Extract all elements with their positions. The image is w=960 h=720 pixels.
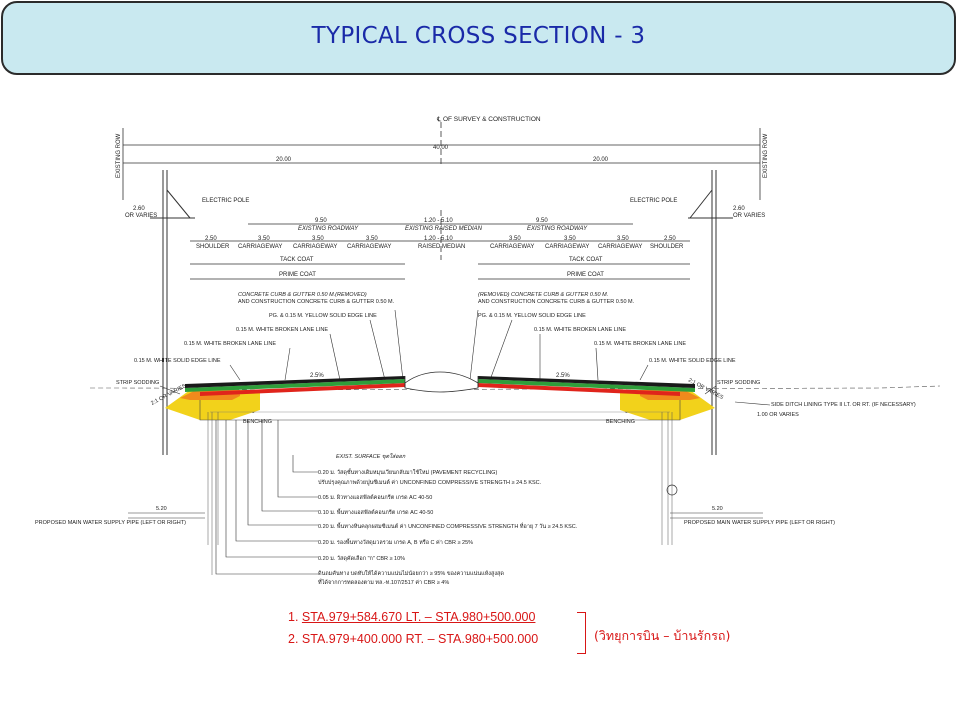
left-pipe-note: PROPOSED MAIN WATER SUPPLY PIPE (LEFT OR… bbox=[35, 520, 186, 526]
station-2-range: STA.979+400.000 RT. – STA.980+500.000 bbox=[301, 632, 539, 646]
lane-l1-width: 2.50 bbox=[205, 236, 217, 242]
median-width: 1.20 - 5.10 bbox=[424, 218, 453, 224]
pole-left-label: ELECTRIC POLE bbox=[202, 198, 249, 204]
left-broken-line-note-2: 0.15 M. WHITE BROKEN LANE LINE bbox=[184, 341, 276, 347]
layer-embankment-1: ดินถมคันทาง บดทับให้ได้ความแน่นไม่น้อยกว… bbox=[318, 570, 505, 577]
roadway-left-width: 9.50 bbox=[315, 218, 327, 224]
prime-coat-left: PRIME COAT bbox=[279, 272, 316, 278]
right-pipe-note: PROPOSED MAIN WATER SUPPLY PIPE (LEFT OR… bbox=[684, 520, 835, 526]
right-green-layer bbox=[478, 379, 695, 392]
layer-subbase: 0.20 ม. รองพื้นทางวัสดุมวลรวม เกรด A, B … bbox=[318, 538, 473, 546]
pole-right-offset: 2.60 bbox=[733, 206, 745, 212]
title-banner: TYPICAL CROSS SECTION - 3 bbox=[1, 1, 956, 75]
right-asphalt-layer bbox=[478, 376, 695, 388]
left-strip-sodding: STRIP SODDING bbox=[116, 380, 159, 386]
lane-l2-name: CARRIAGEWAY bbox=[238, 244, 282, 250]
station-1-number: 1. bbox=[288, 610, 299, 624]
lane-l3-name: CARRIAGEWAY bbox=[293, 244, 337, 250]
left-yellow-line-note: PG. & 0.15 M. YELLOW SOLID EDGE LINE bbox=[269, 313, 377, 319]
roadway-right-width: 9.50 bbox=[536, 218, 548, 224]
centerline-label: ℄ OF SURVEY & CONSTRUCTION bbox=[436, 116, 541, 123]
layer-selected: 0.20 ม. วัสดุคัดเลือก "ก" CBR ≥ 10% bbox=[318, 555, 405, 562]
layer-ac-base: 0.10 ม. พื้นทางแอสฟัลต์คอนกรีต เกรด AC 4… bbox=[318, 508, 433, 516]
row-right-half-dim: 20.00 bbox=[593, 157, 609, 163]
right-ditch-note: SIDE DITCH LINING TYPE II LT. OR RT. (IF… bbox=[771, 402, 916, 408]
right-curb-note-2: AND CONSTRUCTION CONCRETE CURB & GUTTER … bbox=[478, 299, 635, 305]
right-ditch-dim: 1.00 OR VARIES bbox=[757, 412, 799, 418]
station-note: (วิทยุการบิน – บ้านรักรถ) bbox=[594, 628, 731, 643]
pole-right-varies: OR VARIES bbox=[733, 213, 765, 219]
right-benching: BENCHING bbox=[606, 419, 635, 425]
left-green-layer bbox=[185, 379, 405, 392]
tack-coat-right: TACK COAT bbox=[569, 257, 603, 263]
median-lane-width: 1.20 - 5.10 bbox=[424, 236, 453, 242]
pole-right-label: ELECTRIC POLE bbox=[630, 198, 677, 204]
left-red-layer bbox=[200, 383, 405, 396]
lane-r1-name: CARRIAGEWAY bbox=[490, 244, 534, 250]
pole-left-varies: OR VARIES bbox=[125, 213, 157, 219]
layer-embankment-2: ที่ได้จากการทดลองตาม ทล.-ท.107/2517 ค่า … bbox=[318, 578, 450, 586]
left-solid-line-note: 0.15 M. WHITE SOLID EDGE LINE bbox=[134, 358, 221, 364]
row-total-dim: 40.00 bbox=[433, 145, 449, 151]
station-legend: 1. STA.979+584.670 LT. – STA.980+500.000… bbox=[288, 610, 538, 654]
right-broken-line-note-1: 0.15 M. WHITE BROKEN LANE LINE bbox=[534, 327, 626, 333]
exist-surface-label: EXIST. SURFACE ขุดใส่ออก bbox=[336, 453, 406, 460]
layer-ac-surface: 0.05 ม. ผิวทางแอสฟัลต์คอนกรีต เกรด AC 40… bbox=[318, 494, 432, 501]
pole-left-offset: 2.60 bbox=[133, 206, 145, 212]
left-curb-note-2: AND CONSTRUCTION CONCRETE CURB & GUTTER … bbox=[238, 299, 395, 305]
slope-left: 2.5% bbox=[310, 373, 324, 379]
station-brace bbox=[577, 612, 586, 654]
lane-l1-name: SHOULDER bbox=[196, 244, 230, 250]
lane-r2-width: 3.50 bbox=[564, 236, 576, 242]
roadway-right-label: EXISTING ROADWAY bbox=[527, 226, 588, 232]
right-red-layer bbox=[478, 383, 680, 396]
left-pipe-offset: 5.20 bbox=[156, 506, 167, 512]
lane-l4-width: 3.50 bbox=[366, 236, 378, 242]
prime-coat-right: PRIME COAT bbox=[567, 272, 604, 278]
lane-r3-width: 3.50 bbox=[617, 236, 629, 242]
left-curb-note-1: CONCRETE CURB & GUTTER 0.50 M.(REMOVED) bbox=[238, 292, 367, 298]
lane-l4-name: CARRIAGEWAY bbox=[347, 244, 391, 250]
median-label: EXISTING RAISED MEDIAN bbox=[405, 226, 483, 232]
row-left-label: EXISTING ROW bbox=[116, 133, 122, 178]
row-left-half-dim: 20.00 bbox=[276, 157, 292, 163]
layer-cement-base: 0.20 ม. พื้นทางหินคลุกผสมซีเมนต์ ค่า UNC… bbox=[318, 522, 578, 530]
slope-right: 2.5% bbox=[556, 373, 570, 379]
row-right-label: EXISTING ROW bbox=[763, 133, 769, 178]
lane-r1-width: 3.50 bbox=[509, 236, 521, 242]
station-item-1: 1. STA.979+584.670 LT. – STA.980+500.000 bbox=[288, 610, 538, 632]
lane-l2-width: 3.50 bbox=[258, 236, 270, 242]
station-2-number: 2. bbox=[288, 632, 299, 646]
raised-median bbox=[404, 371, 479, 393]
right-curb-note-1: (REMOVED) CONCRETE CURB & GUTTER 0.50 M. bbox=[478, 292, 608, 298]
roadway-left-label: EXISTING ROADWAY bbox=[298, 226, 359, 232]
station-item-2: 2. STA.979+400.000 RT. – STA.980+500.000 bbox=[288, 632, 538, 654]
lane-r3-name: CARRIAGEWAY bbox=[598, 244, 642, 250]
tack-coat-left: TACK COAT bbox=[280, 257, 314, 263]
layer-recycling-2: ปรับปรุงคุณภาพด้วยปูนซีเมนต์ ค่า UNCONFI… bbox=[318, 479, 542, 486]
lane-r4-width: 2.50 bbox=[664, 236, 676, 242]
left-asphalt-layer bbox=[185, 376, 405, 388]
station-1-range: STA.979+584.670 LT. – STA.980+500.000 bbox=[301, 610, 536, 624]
right-pipe-offset: 5.20 bbox=[712, 506, 723, 512]
lane-r2-name: CARRIAGEWAY bbox=[545, 244, 589, 250]
left-benching: BENCHING bbox=[243, 419, 272, 425]
right-broken-line-note-2: 0.15 M. WHITE BROKEN LANE LINE bbox=[594, 341, 686, 347]
page-title: TYPICAL CROSS SECTION - 3 bbox=[311, 23, 646, 49]
right-yellow-line-note: PG. & 0.15 M. YELLOW SOLID EDGE LINE bbox=[478, 313, 586, 319]
right-strip-sodding: STRIP SODDING bbox=[717, 380, 760, 386]
layer-recycling-1: 0.20 ม. วัสดุชั้นทางเดิมหมุนเวียนกลับมาใ… bbox=[318, 468, 497, 476]
left-broken-line-note-1: 0.15 M. WHITE BROKEN LANE LINE bbox=[236, 327, 328, 333]
lane-r4-name: SHOULDER bbox=[650, 244, 684, 250]
median-lane-name: RAISED MEDIAN bbox=[418, 244, 465, 250]
right-solid-line-note: 0.15 M. WHITE SOLID EDGE LINE bbox=[649, 358, 736, 364]
lane-l3-width: 3.50 bbox=[312, 236, 324, 242]
